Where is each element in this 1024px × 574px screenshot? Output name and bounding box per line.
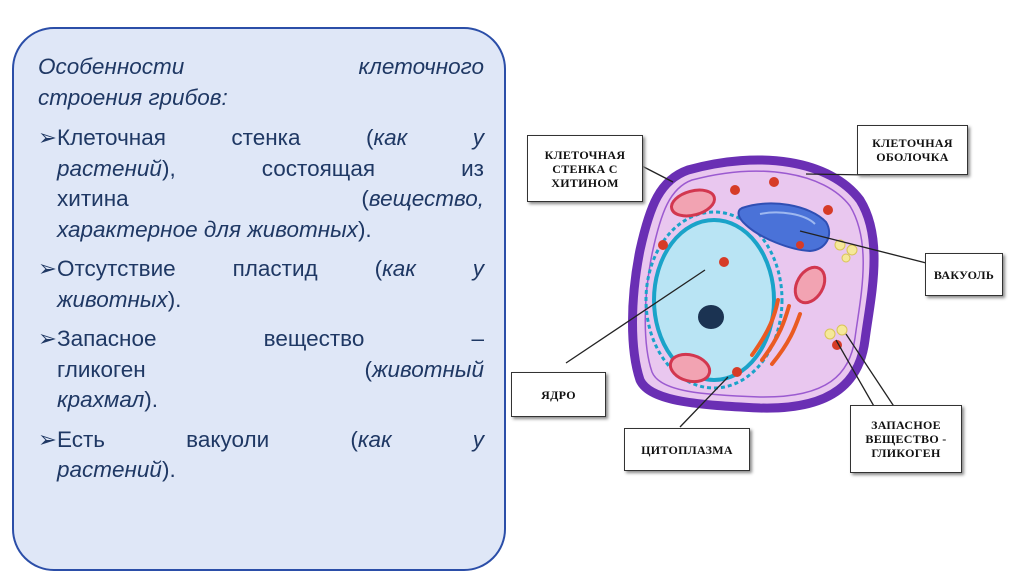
- bullet-text-italic: крахмал: [57, 387, 145, 412]
- bullet-text: Отсутствие пластид (: [57, 256, 383, 281]
- bullet-text: гликоген (: [57, 356, 373, 382]
- glycogen-granules: [824, 239, 858, 340]
- bullet-glycogen: ➢ Запасное вещество – гликоген (животный…: [38, 324, 484, 416]
- heading-line: строения грибов:: [38, 84, 228, 110]
- bullet-text: ).: [167, 286, 182, 312]
- nucleolus: [698, 305, 724, 329]
- nucleus: [652, 218, 776, 382]
- text-block: Особенности клеточного строения грибов: …: [38, 52, 484, 495]
- bullet-text-italic: как у: [373, 125, 485, 150]
- label-vacuole: ВАКУОЛЬ: [925, 253, 1003, 296]
- text-card: [12, 27, 506, 571]
- bullet-text-italic: животных: [57, 286, 168, 312]
- mitochondrion: [668, 352, 712, 384]
- bullet-text-italic: растений: [57, 457, 162, 482]
- nucleus-outer-ring: [644, 210, 784, 390]
- label-cytoplasm: ЦИТОПЛАЗМА: [624, 428, 750, 471]
- vacuole: [737, 202, 831, 253]
- bullet-vacuoles: ➢ Есть вакуоли (как у растений).: [38, 425, 484, 486]
- arrow-bullet-icon: ➢: [38, 426, 57, 452]
- bullet-plastids: ➢ Отсутствие пластид (как у животных).: [38, 254, 484, 315]
- arrow-bullet-icon: ➢: [38, 125, 57, 150]
- arrow-bullet-icon: ➢: [38, 256, 57, 281]
- label-cell-wall: КЛЕТОЧНАЯ СТЕНКА С ХИТИНОМ: [527, 135, 643, 202]
- golgi-apparatus: [750, 298, 802, 366]
- bullet-text-italic: как у: [357, 426, 485, 452]
- bullet-text-italic: характерное для животных: [57, 216, 358, 242]
- slide-heading: Особенности клеточного строения грибов:: [38, 52, 484, 113]
- bullet-text-italic: вещество,: [368, 186, 484, 211]
- bullet-text: ).: [357, 216, 372, 242]
- vacuole-highlight: [759, 211, 816, 225]
- bullet-text-italic: животный: [372, 356, 484, 382]
- bullet-text-italic: растений: [57, 155, 162, 181]
- bullet-text: ).: [161, 457, 176, 482]
- bullet-text: хитина (: [57, 186, 369, 211]
- leader-lines: [565, 164, 947, 428]
- bullet-cell-wall: ➢ Клеточная стенка (как у растений), сос…: [38, 123, 484, 245]
- mitochondria: [668, 188, 827, 384]
- bullet-text: Есть вакуоли (: [57, 426, 358, 452]
- ribosome-granules: [658, 177, 842, 377]
- bullet-text-italic: как у: [382, 256, 484, 281]
- bullet-text: ).: [144, 387, 159, 412]
- bullet-text: ), состоящая из: [161, 155, 484, 181]
- label-membrane: КЛЕТОЧНАЯ ОБОЛОЧКА: [857, 125, 968, 175]
- label-nucleus: ЯДРО: [511, 372, 606, 417]
- label-reserve-glycogen: ЗАПАСНОЕ ВЕЩЕСТВО - ГЛИКОГЕН: [850, 405, 962, 473]
- bullet-text: Клеточная стенка (: [57, 125, 374, 150]
- heading-line: Особенности клеточного: [38, 54, 484, 79]
- mitochondrion: [793, 265, 827, 305]
- mitochondrion: [670, 188, 716, 218]
- cell-membrane: [644, 170, 864, 398]
- arrow-bullet-icon: ➢: [38, 326, 57, 351]
- bullet-text: Запасное вещество –: [57, 326, 484, 351]
